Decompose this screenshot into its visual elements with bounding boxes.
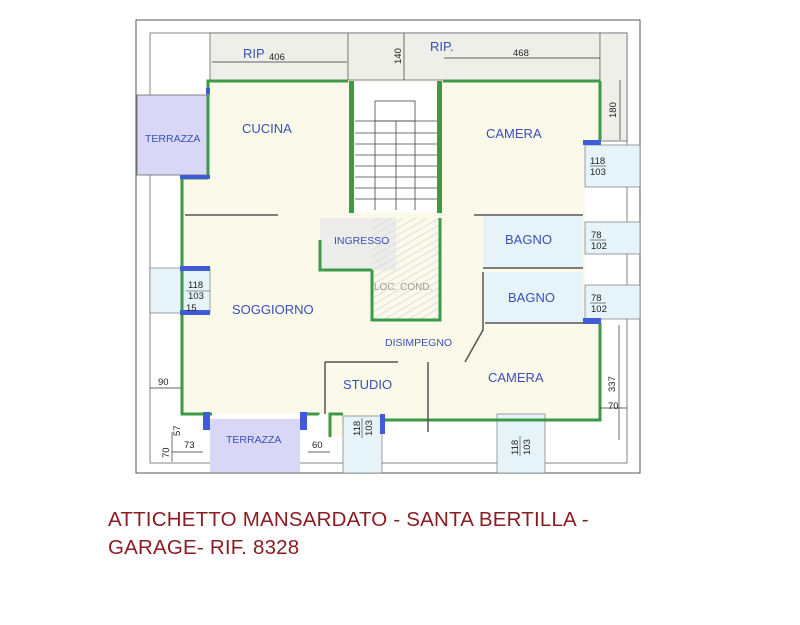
bagno-1-floor (483, 216, 583, 268)
label-bagno-1: BAGNO (505, 232, 552, 247)
rip-left-area (209, 32, 349, 81)
window-box-studio (342, 415, 383, 474)
dimension-lines (150, 33, 627, 462)
window-camera-den: 103 (522, 439, 533, 455)
dim-140: 140 (393, 48, 404, 64)
dim-406: 406 (269, 52, 285, 63)
window-bagno2-num: 78 (591, 293, 602, 304)
window-bagno1-num: 78 (591, 230, 602, 241)
window-camera-num: 118 (510, 440, 521, 455)
dim-70-left: 70 (161, 447, 172, 458)
rip-right-area (347, 32, 601, 81)
dim-70-right: 70 (608, 401, 619, 412)
dim-57: 57 (172, 425, 183, 436)
window-top-den: 103 (590, 167, 606, 178)
label-rip-right: RIP. (430, 39, 454, 54)
window-bagno2-den: 102 (591, 304, 607, 315)
label-rip-left: RIP (243, 46, 265, 61)
window-studio-den: 103 (364, 420, 375, 436)
loc-cond-floor (372, 218, 440, 320)
terrazza-left-area (136, 94, 208, 176)
label-soggiorno: SOGGIORNO (232, 302, 314, 317)
window-studio-num: 118 (352, 421, 363, 436)
window-top-num: 118 (590, 156, 605, 167)
label-terrazza-bottom: TERRAZZA (226, 434, 281, 446)
caption-line-1: ATTICHETTO MANSARDATO - SANTA BERTILLA - (108, 508, 589, 531)
label-bagno-2: BAGNO (508, 290, 555, 305)
window-box-camera (496, 413, 546, 474)
label-camera-bottom: CAMERA (488, 370, 544, 385)
label-studio: STUDIO (343, 377, 392, 392)
label-disimpegno: DISIMPEGNO (385, 337, 452, 349)
window-box-bagno-2 (584, 284, 641, 320)
label-loc-cond: LOC. COND. (374, 282, 432, 293)
stairs-icon (355, 100, 437, 210)
dim-180: 180 (608, 102, 619, 118)
window-bagno1-den: 102 (591, 241, 607, 252)
label-cucina: CUCINA (242, 121, 292, 136)
dim-468: 468 (513, 48, 529, 59)
label-terrazza-left: TERRAZZA (145, 133, 200, 145)
dim-60: 60 (312, 440, 323, 451)
partitions (185, 214, 583, 432)
dim-73: 73 (184, 440, 195, 451)
terrazza-bottom-area (210, 419, 300, 472)
caption-line-2: GARAGE- RIF. 8328 (108, 536, 300, 559)
side-storage (599, 32, 628, 142)
window-box-left (149, 267, 211, 314)
dim-337: 337 (607, 376, 618, 392)
window-left-den: 103 (188, 291, 204, 302)
window-box-bagno-1 (584, 221, 641, 255)
dim-90: 90 (158, 377, 169, 388)
window-jambs (180, 88, 601, 434)
label-camera-top: CAMERA (486, 126, 542, 141)
label-ingresso: INGRESSO (334, 235, 389, 247)
window-left-num: 118 (188, 280, 203, 291)
bagno-2-floor (485, 272, 583, 323)
dim-15: 15 (186, 303, 197, 314)
window-labels: 118 103 118 103 118 103 118 103 78 102 7… (186, 156, 607, 456)
